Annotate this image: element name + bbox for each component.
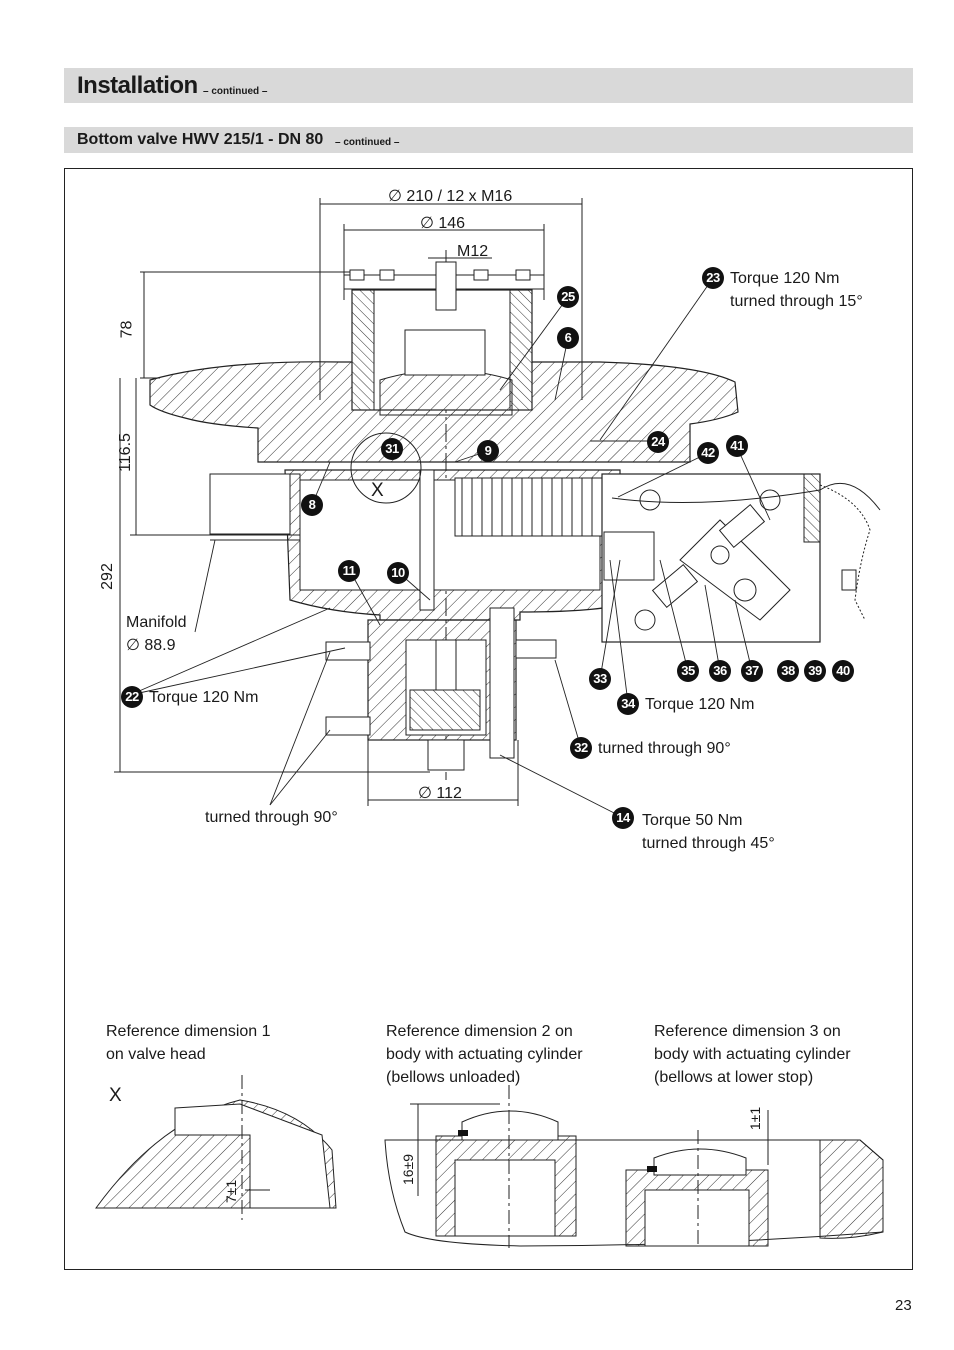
badge-33: 33 [589,668,611,690]
callout-14-line2: turned through 45° [642,835,775,852]
badge-42: 42 [697,442,719,464]
badge-39: 39 [804,660,826,682]
dim-m12: M12 [457,243,489,260]
dim-bolt-circle: ∅ 210 / 12 x M16 [388,188,513,205]
ref1-dim-7: 7±1 [223,1179,240,1204]
badge-24: 24 [647,431,669,453]
badge-11: 11 [338,560,360,582]
callout-turned-left: turned through 90° [205,809,338,826]
ref1-caption-line2: on valve head [106,1046,206,1063]
ref3-dim-1: 1±1 [747,1106,764,1131]
dim-78: 78 [118,320,136,339]
badge-23: 23 [702,267,724,289]
dim-116: 116.5 [116,433,134,472]
detail-x-mark: X [371,480,384,501]
section-title: Bottom valve HWV 215/1 - DN 80 [77,131,324,148]
drawing-frame [64,168,913,1270]
page-number: 23 [895,1297,912,1314]
page-title: Installation [77,72,198,99]
badge-36: 36 [709,660,731,682]
badge-25: 25 [557,286,579,308]
ref3-caption-line3: (bellows at lower stop) [654,1069,814,1086]
dim-112: ∅ 112 [418,785,462,802]
title-bar [64,68,913,103]
badge-35: 35 [677,660,699,682]
callout-32-text: turned through 90° [598,740,731,757]
ref2-caption-line1: Reference dimension 2 on [386,1023,573,1040]
badge-8: 8 [301,494,323,516]
badge-34: 34 [617,693,639,715]
manifold-label: Manifold [126,614,187,631]
ref2-caption-line3: (bellows unloaded) [386,1069,521,1086]
ref2-dim-16: 16±9 [400,1153,417,1186]
callout-34-text: Torque 120 Nm [645,696,755,713]
badge-9: 9 [477,440,499,462]
manifold-diameter: ∅ 88.9 [126,637,176,654]
callout-14-line1: Torque 50 Nm [642,812,743,829]
page-title-suffix: – continued – [203,86,268,97]
section-title-suffix: – continued – [335,137,400,148]
badge-31: 31 [381,438,403,460]
badge-41: 41 [726,435,748,457]
badge-37: 37 [741,660,763,682]
ref3-caption-line2: body with actuating cylinder [654,1046,851,1063]
badge-14: 14 [612,807,634,829]
ref2-caption-line2: body with actuating cylinder [386,1046,583,1063]
callout-22-text: Torque 120 Nm [149,689,259,706]
ref3-caption-line1: Reference dimension 3 on [654,1023,841,1040]
dim-146: ∅ 146 [420,215,466,232]
callout-23-line2: turned through 15° [730,293,863,310]
badge-32: 32 [570,737,592,759]
section-bar [64,127,913,153]
badge-22: 22 [121,686,143,708]
ref1-caption-line1: Reference dimension 1 [106,1023,271,1040]
badge-10: 10 [387,562,409,584]
ref1-x-mark: X [109,1085,122,1106]
callout-23-line1: Torque 120 Nm [730,270,840,287]
dim-292: 292 [98,563,116,590]
badge-6: 6 [557,327,579,349]
badge-40: 40 [832,660,854,682]
badge-38: 38 [777,660,799,682]
